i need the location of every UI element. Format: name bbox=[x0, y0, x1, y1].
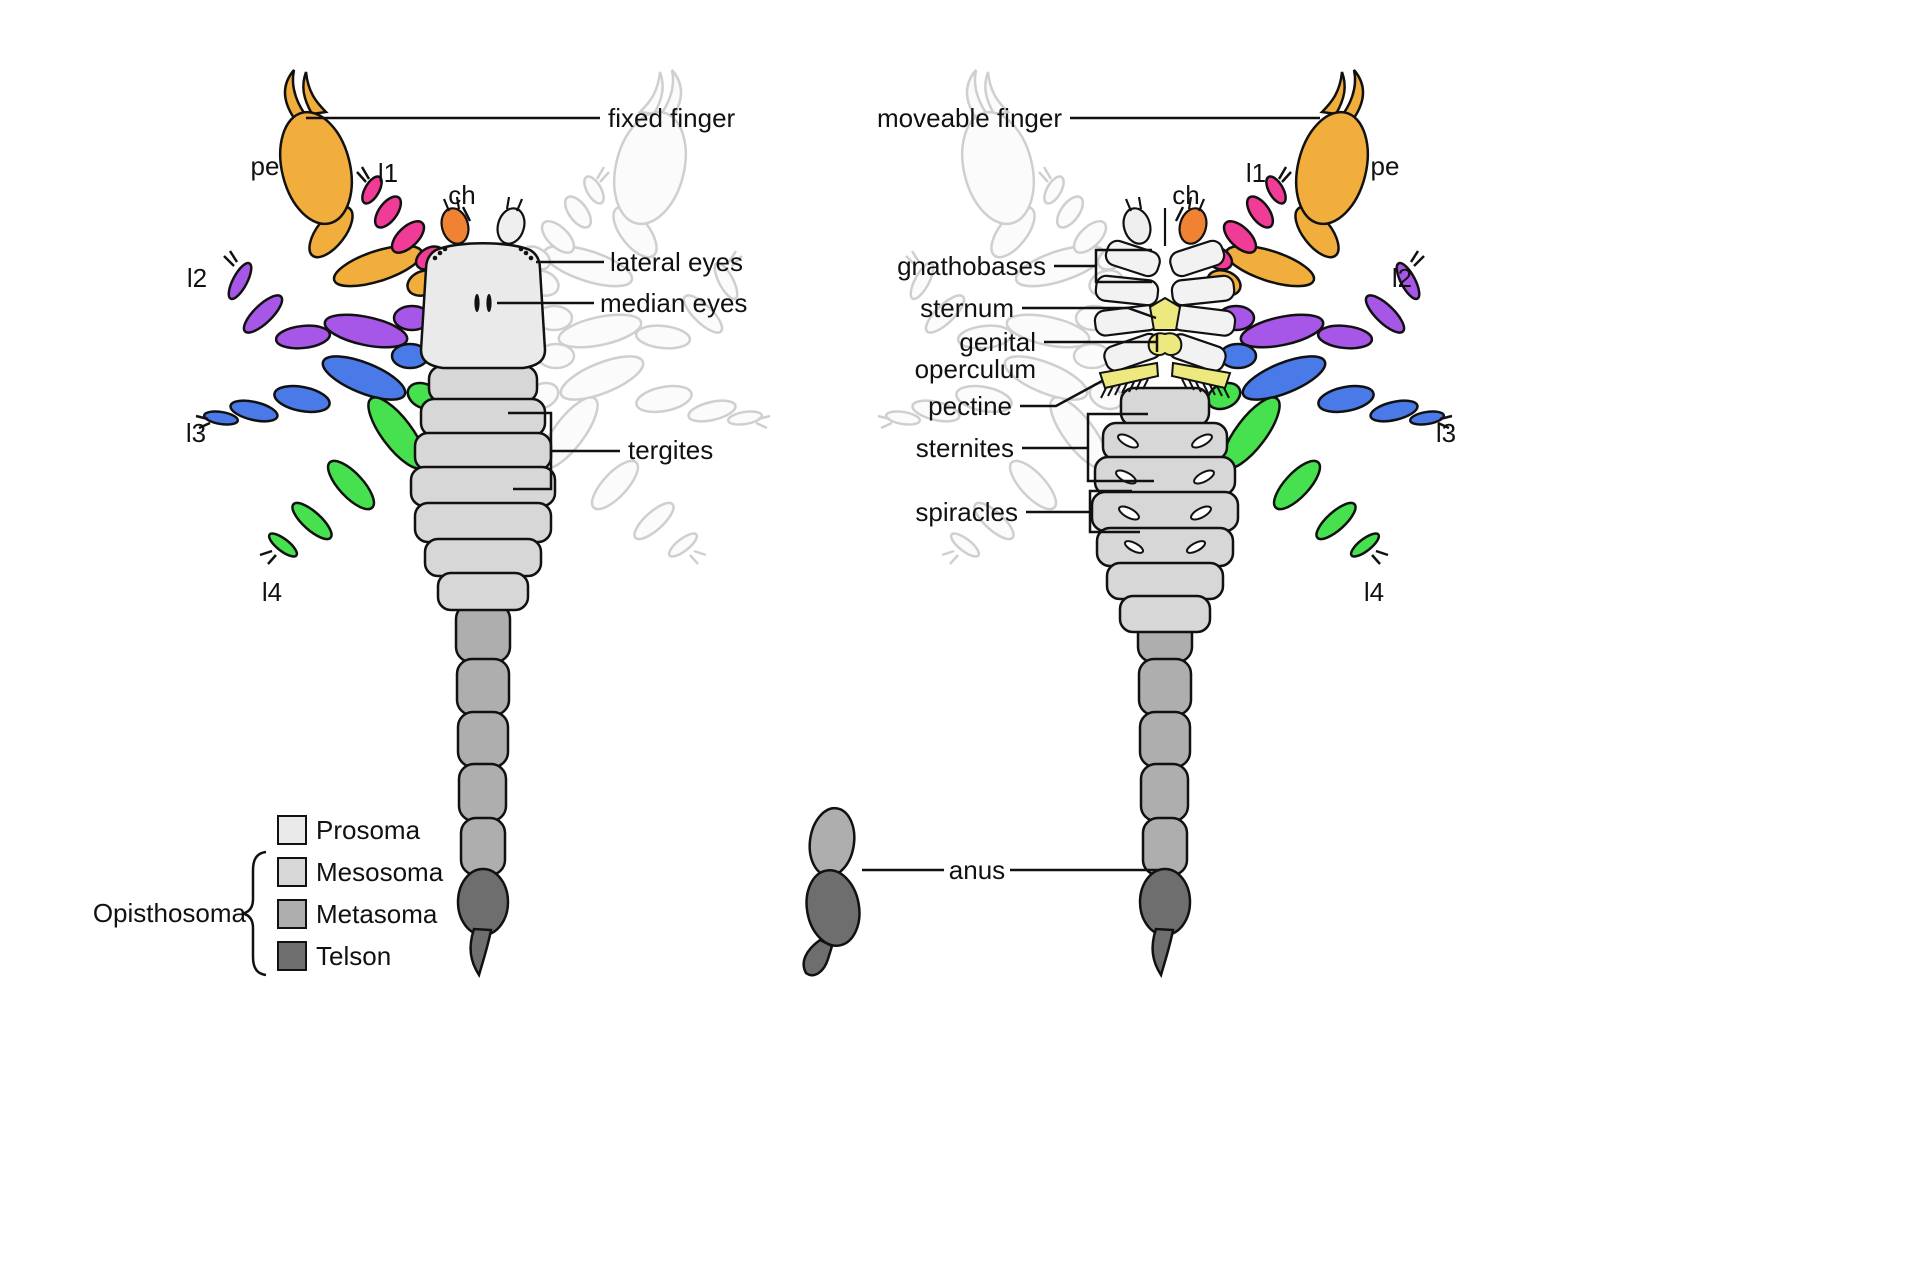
label-tergites: tergites bbox=[628, 435, 713, 465]
bracket-gnathobases bbox=[1094, 248, 1152, 284]
legend-swatch-prosoma bbox=[277, 815, 307, 845]
label-moveable-finger: moveable finger bbox=[877, 103, 1062, 133]
mesosoma-sternite-plates bbox=[1090, 386, 1240, 634]
sternum-plate bbox=[1148, 296, 1182, 331]
genital-operculum-plate bbox=[1147, 332, 1183, 357]
ventral-appendages bbox=[1198, 68, 1454, 566]
lateral-eyes bbox=[432, 246, 534, 261]
label-fixed-finger: fixed finger bbox=[608, 103, 736, 133]
legend-label-mesosoma: Mesosoma bbox=[316, 857, 444, 887]
chelicerae-ventral bbox=[1122, 196, 1208, 246]
label-lateral-eyes: lateral eyes bbox=[610, 247, 743, 277]
ventral-figure: moveable finger ch pe l1 gnathobases ste… bbox=[802, 68, 1456, 977]
label-ch-ventral: ch bbox=[1172, 180, 1199, 210]
label-pe-dorsal: pe bbox=[251, 151, 280, 181]
opisthosoma-brace bbox=[242, 850, 267, 977]
metasoma-telson-dorsal bbox=[454, 602, 512, 977]
spiracle-slits bbox=[1115, 433, 1215, 554]
leader-genital-operculum bbox=[1044, 333, 1159, 352]
dorsal-figure: fixed finger pe l1 ch lateral eyes media… bbox=[186, 68, 772, 977]
label-l2-ventral: l2 bbox=[1392, 263, 1412, 293]
legend: Prosoma Mesosoma Metasoma Telson Opistho… bbox=[93, 815, 444, 977]
label-l3-dorsal: l3 bbox=[186, 418, 206, 448]
label-l3-ventral: l3 bbox=[1436, 418, 1456, 448]
leader-pectine bbox=[1020, 379, 1103, 408]
label-pe-ventral: pe bbox=[1371, 151, 1400, 181]
telson-side bbox=[802, 869, 861, 977]
label-ch-dorsal: ch bbox=[448, 180, 475, 210]
legend-label-opisthosoma: Opisthosoma bbox=[93, 898, 247, 928]
legend-swatch-mesosoma bbox=[277, 857, 307, 887]
legend-swatch-telson bbox=[277, 941, 307, 971]
chelicera-left bbox=[440, 207, 470, 245]
chelicera-right bbox=[496, 207, 526, 245]
chelicera-right bbox=[1178, 207, 1208, 245]
legend-label-telson: Telson bbox=[316, 941, 391, 971]
label-l4-ventral: l4 bbox=[1364, 577, 1384, 607]
telson-side-view bbox=[802, 806, 861, 977]
chelicera-left bbox=[1122, 207, 1152, 245]
label-sternum: sternum bbox=[920, 293, 1014, 323]
bracket-spiracles bbox=[1088, 489, 1140, 534]
metasoma-segment-side bbox=[808, 806, 856, 878]
metasoma-telson-ventral bbox=[1136, 602, 1194, 977]
label-spiracles: spiracles bbox=[915, 497, 1018, 527]
bracket-sternites bbox=[1086, 412, 1154, 483]
label-operculum: operculum bbox=[915, 354, 1036, 384]
label-anus: anus bbox=[949, 855, 1005, 885]
label-l2-dorsal: l2 bbox=[187, 263, 207, 293]
label-median-eyes: median eyes bbox=[600, 288, 747, 318]
carapace-prosoma bbox=[419, 242, 547, 370]
label-l1-ventral: l1 bbox=[1246, 158, 1266, 188]
label-sternites: sternites bbox=[916, 433, 1014, 463]
legend-label-metasoma: Metasoma bbox=[316, 899, 438, 929]
label-l4-dorsal: l4 bbox=[262, 577, 282, 607]
mesosoma-tergite-plates bbox=[409, 364, 557, 612]
median-eyes bbox=[474, 294, 492, 312]
legend-swatch-metasoma bbox=[277, 899, 307, 929]
label-genital: genital bbox=[959, 327, 1036, 357]
label-pectine: pectine bbox=[928, 391, 1012, 421]
label-gnathobases: gnathobases bbox=[897, 251, 1046, 281]
label-l1-dorsal: l1 bbox=[378, 158, 398, 188]
tick-ch-ventral bbox=[1174, 206, 1185, 222]
tick-ch-dorsal bbox=[461, 206, 472, 222]
legend-label-prosoma: Prosoma bbox=[316, 815, 421, 845]
leader-sternum bbox=[1022, 306, 1157, 320]
